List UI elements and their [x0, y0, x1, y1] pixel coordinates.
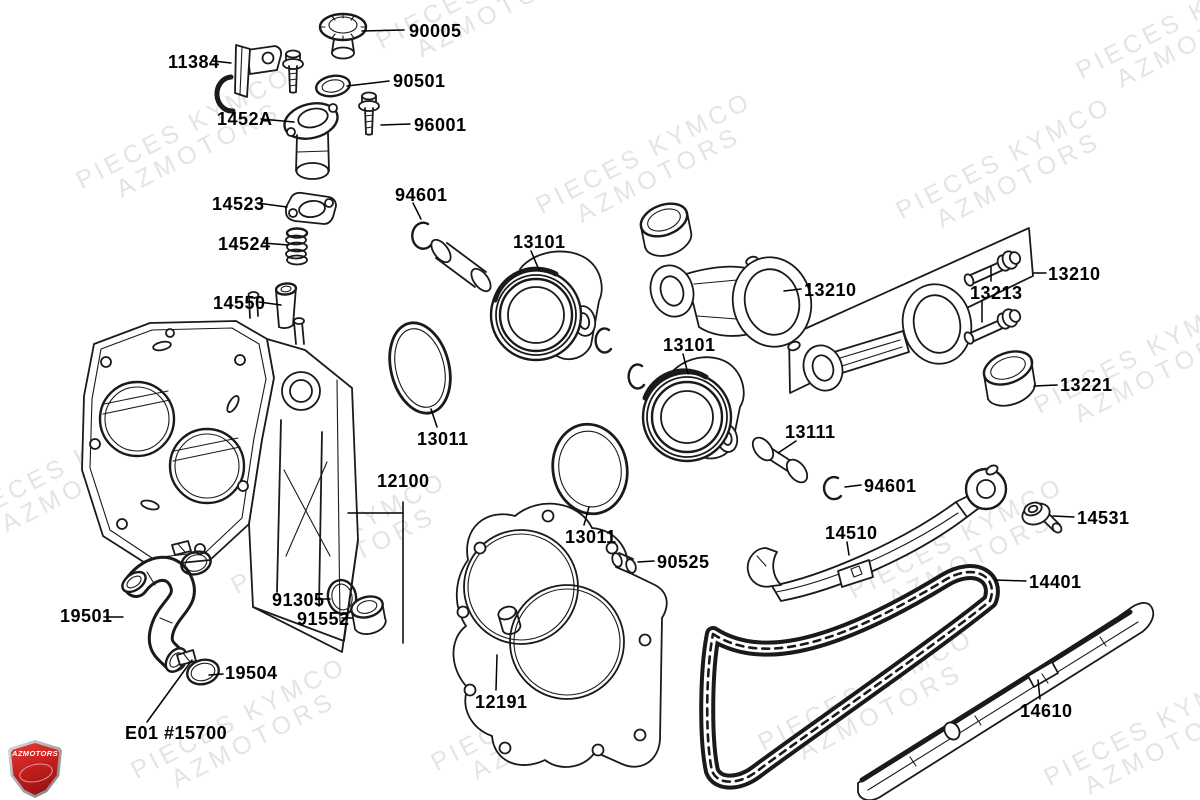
part-label-90525: 90525: [657, 552, 710, 572]
part-label-90005: 90005: [409, 21, 462, 41]
cylinder-gasket-art: [452, 502, 668, 768]
part-label-11384: 11384: [168, 52, 220, 72]
part-label-14610: 14610: [1020, 701, 1073, 721]
part-label-90501: 90501: [393, 71, 446, 91]
part-label-14531: 14531: [1077, 508, 1130, 528]
part-label-19501: 19501: [60, 606, 113, 626]
part-label-12191: 12191: [475, 692, 528, 712]
piston-group-art: [388, 221, 843, 516]
part-label-14523: 14523: [212, 194, 265, 214]
part-label-13210: 13210: [804, 280, 857, 300]
connecting-rod-set-art: [788, 227, 1036, 407]
connecting-rod-art: [639, 202, 813, 352]
hose-and-seals-art: [121, 540, 387, 686]
tensioner-parts-art: [214, 12, 380, 329]
part-label-14550: 14550: [213, 293, 266, 313]
part-label-14510: 14510: [825, 523, 878, 543]
part-label-13101: 13101: [513, 232, 566, 252]
logo-text: AZMOTORS: [12, 749, 58, 758]
part-label-13101-rear: 13101: [663, 335, 716, 355]
part-label-13111: 13111: [785, 422, 836, 442]
part-label-94601: 94601: [395, 185, 448, 205]
part-label-91552: 91552: [297, 609, 350, 629]
cam-chain-guide-art: [746, 464, 1008, 602]
part-label-12100: 12100: [377, 471, 430, 491]
part-label-13011-rear: 13011: [565, 527, 617, 547]
part-label-13210-set: 13210: [1048, 264, 1101, 284]
part-label-91305: 91305: [272, 590, 325, 610]
part-label-96001: 96001: [414, 115, 467, 135]
part-label-13221: 13221: [1060, 375, 1113, 395]
dowel-pin-art: [611, 552, 637, 574]
tensioner-blade-art: [857, 602, 1155, 800]
part-label-14401: 14401: [1029, 572, 1082, 592]
guide-bolt-art: [1021, 501, 1063, 534]
engine-reference-label: E01 #15700: [125, 723, 228, 743]
cam-chain-art: [699, 564, 1000, 790]
part-label-13011: 13011: [417, 429, 469, 449]
part-label-19504: 19504: [225, 663, 278, 683]
part-label-94601-rear: 94601: [864, 476, 917, 496]
cylinder-block-art: [81, 291, 359, 653]
part-label-1452A: 1452A: [217, 109, 273, 129]
azmotors-logo: AZMOTORS: [8, 740, 62, 798]
part-label-13213: 13213: [970, 283, 1023, 303]
part-label-14524: 14524: [218, 234, 271, 254]
leader-lines: [103, 29, 1075, 723]
